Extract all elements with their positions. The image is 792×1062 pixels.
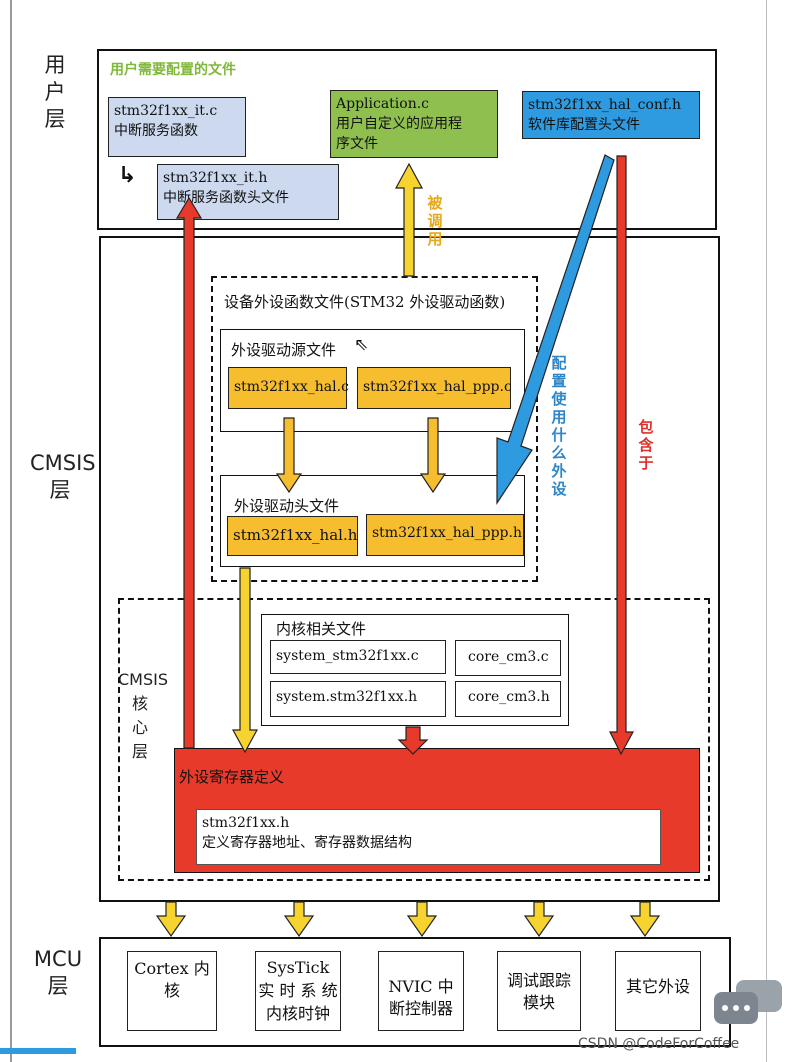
cmsis-core-region — [118, 598, 710, 881]
watermark: CSDN @CodeForCoffee — [578, 1036, 740, 1052]
file-application-c: Application.c 用户自定义的应用程 序文件 — [330, 90, 498, 158]
register-definition-title: 外设寄存器定义 — [179, 768, 285, 786]
driver-header-title: 外设驱动头文件 — [234, 497, 340, 515]
mouse-cursor-icon: ⇖ — [354, 335, 369, 355]
file-it-h: stm32f1xx_it.h 中断服务函数头文件 — [157, 164, 339, 220]
layer-label-user: 用 户 层 — [44, 53, 66, 131]
layer-label-mcu: MCU 层 — [33, 947, 83, 998]
driver-source-title: 外设驱动源文件 — [231, 341, 337, 359]
file-system-c: system_stm32f1xx.c — [270, 640, 446, 674]
mcu-other-peripherals: 其它外设 — [615, 951, 701, 1031]
include-label: 包含于 — [638, 418, 654, 472]
file-it-c: stm32f1xx_it.c 中断服务函数 — [108, 97, 246, 157]
mcu-systick: SysTick 实 时 系 统 内核时钟 — [255, 951, 341, 1031]
file-hal-h: stm32f1xx_hal.h — [227, 516, 358, 556]
bottom-accent-bar — [0, 1048, 76, 1054]
mcu-nvic: NVIC 中 断控制器 — [378, 951, 464, 1031]
file-hal-ppp-c: stm32f1xx_hal_ppp.c — [357, 367, 512, 409]
config-label: 配置使用什么外设 — [551, 354, 567, 498]
chat-bubble-icon — [714, 980, 784, 1036]
mcu-debug-trace: 调试跟踪 模块 — [497, 951, 581, 1031]
user-layer-title: 用户需要配置的文件 — [110, 62, 236, 78]
return-arrow-icon: ↳ — [118, 163, 137, 188]
document-edge — [10, 0, 12, 1062]
core-files-title: 内核相关文件 — [276, 620, 367, 638]
mcu-cortex-core: Cortex 内 核 — [127, 951, 217, 1031]
file-core-cm3-h: core_cm3.h — [455, 681, 561, 717]
file-hal-conf-h: stm32f1xx_hal_conf.h 软件库配置头文件 — [522, 91, 700, 139]
device-files-title: 设备外设函数文件(STM32 外设驱动函数) — [224, 293, 506, 311]
layer-label-cmsis-core: CMSIS 核 心 层 — [118, 670, 169, 761]
file-hal-ppp-h: stm32f1xx_hal_ppp.h — [366, 514, 524, 556]
file-core-cm3-c: core_cm3.c — [455, 640, 561, 676]
called-label: 被调用 — [427, 194, 443, 248]
document-edge-right — [766, 0, 767, 1062]
file-system-h: system.stm32f1xx.h — [270, 681, 446, 717]
layer-label-cmsis: CMSIS 层 — [30, 451, 96, 502]
mcu-down-arrows — [155, 901, 661, 938]
file-stm32f1xx-h: stm32f1xx.h 定义寄存器地址、寄存器数据结构 — [196, 809, 661, 865]
file-hal-c: stm32f1xx_hal.c — [228, 367, 349, 409]
